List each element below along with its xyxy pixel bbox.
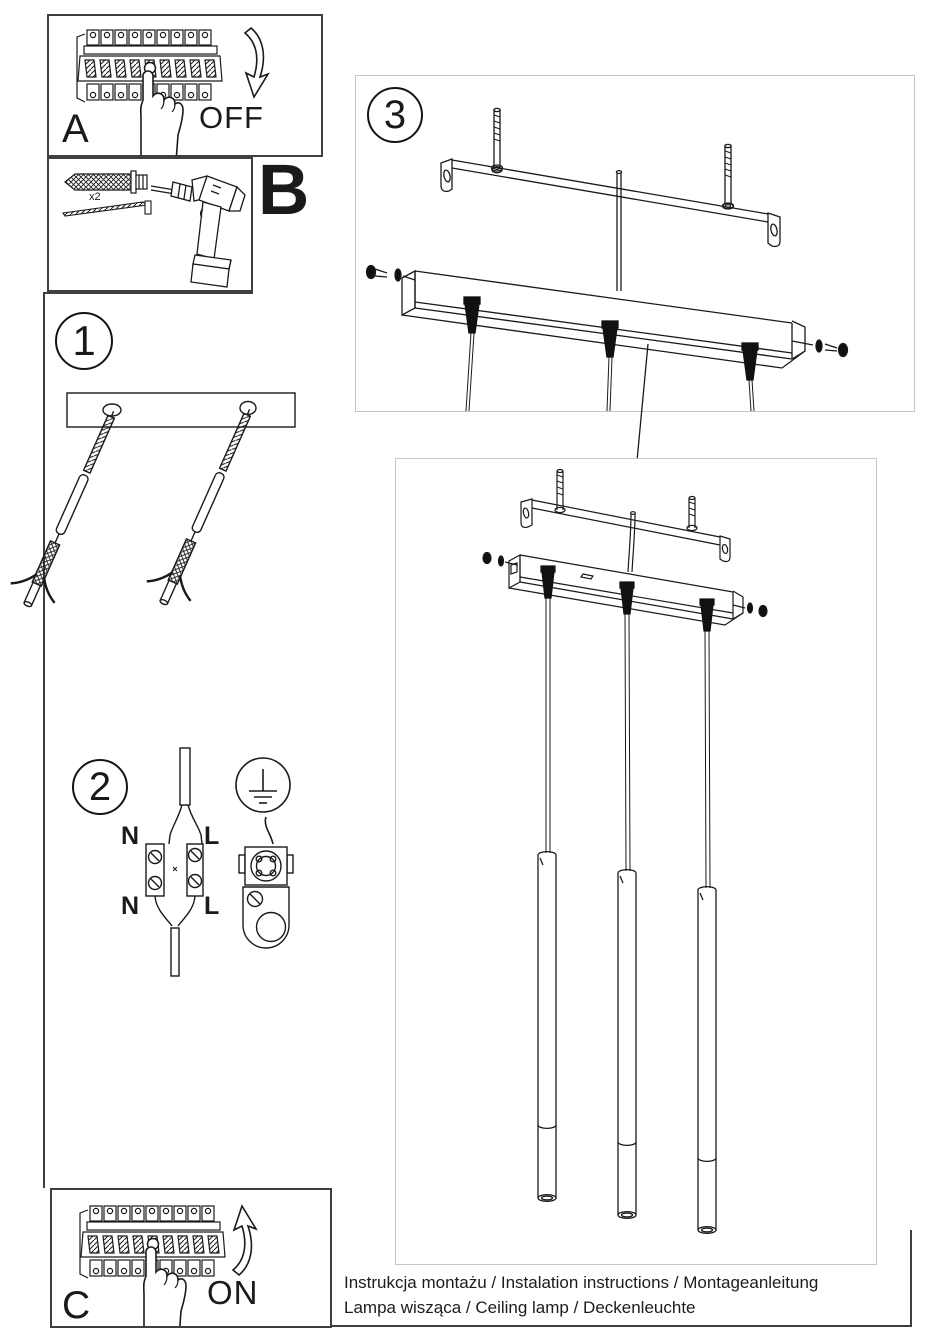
cord-grip-icon [463,296,759,381]
wire-label-n-bottom: N [121,892,140,920]
step-2-label: 2 [88,765,112,809]
ground-symbol-icon [235,757,291,813]
off-label: OFF [199,100,264,135]
on-label: ON [207,1274,259,1311]
step-3-label: 3 [383,93,407,137]
mounting-plate-illustration [10,392,296,608]
footer-box: Instrukcja montażu / Instalation instruc… [332,1230,912,1327]
steps-column [43,292,253,1188]
hanging-screw-icon [491,107,734,210]
step-3-badge: 3 [367,87,423,143]
wire-label-l-top: L [204,822,220,850]
drill-icon [150,175,246,288]
step-1-label: 1 [72,317,96,364]
ceiling-bracket-icon [440,158,781,248]
footer-line-1: Instrukcja montażu / Instalation instruc… [344,1273,819,1292]
panel-b-tools: x2 [47,157,253,292]
side-screw-icon [365,264,849,358]
pointing-hand-icon [142,1246,187,1326]
panel-a-power-off: OFF A [47,14,323,157]
panel-c-label: C [62,1284,91,1327]
curved-arrow-up-icon [231,1204,258,1277]
wire-label-l-bottom: L [204,892,220,920]
circuit-breaker-icon [79,1205,226,1279]
screw-icon [62,200,152,217]
wall-plug-icon [64,170,148,194]
curved-arrow-down-icon [243,26,270,99]
step-3-panel [355,75,915,412]
wire-label-n-top: N [121,822,140,850]
step-2-badge: 2 [72,759,128,815]
panel-c-power-on: ON C [50,1188,332,1328]
panel-a-label: A [62,107,89,151]
panel-b-label: B [258,151,310,230]
step-1-badge: 1 [55,312,113,370]
lamp-assembly-illustration [482,468,768,1235]
footer-line-2: Lampa wisząca / Ceiling lamp / Deckenleu… [344,1298,696,1317]
pointing-hand-icon [139,70,184,155]
quantity-label: x2 [89,191,101,203]
terminal-block-icon [145,843,204,897]
bracket-assembly-illustration [365,107,849,412]
wiring-illustration [145,747,294,977]
circuit-breaker-icon [76,29,223,103]
ground-terminal-icon [238,846,294,949]
pendant-tube-icon [537,850,717,1235]
